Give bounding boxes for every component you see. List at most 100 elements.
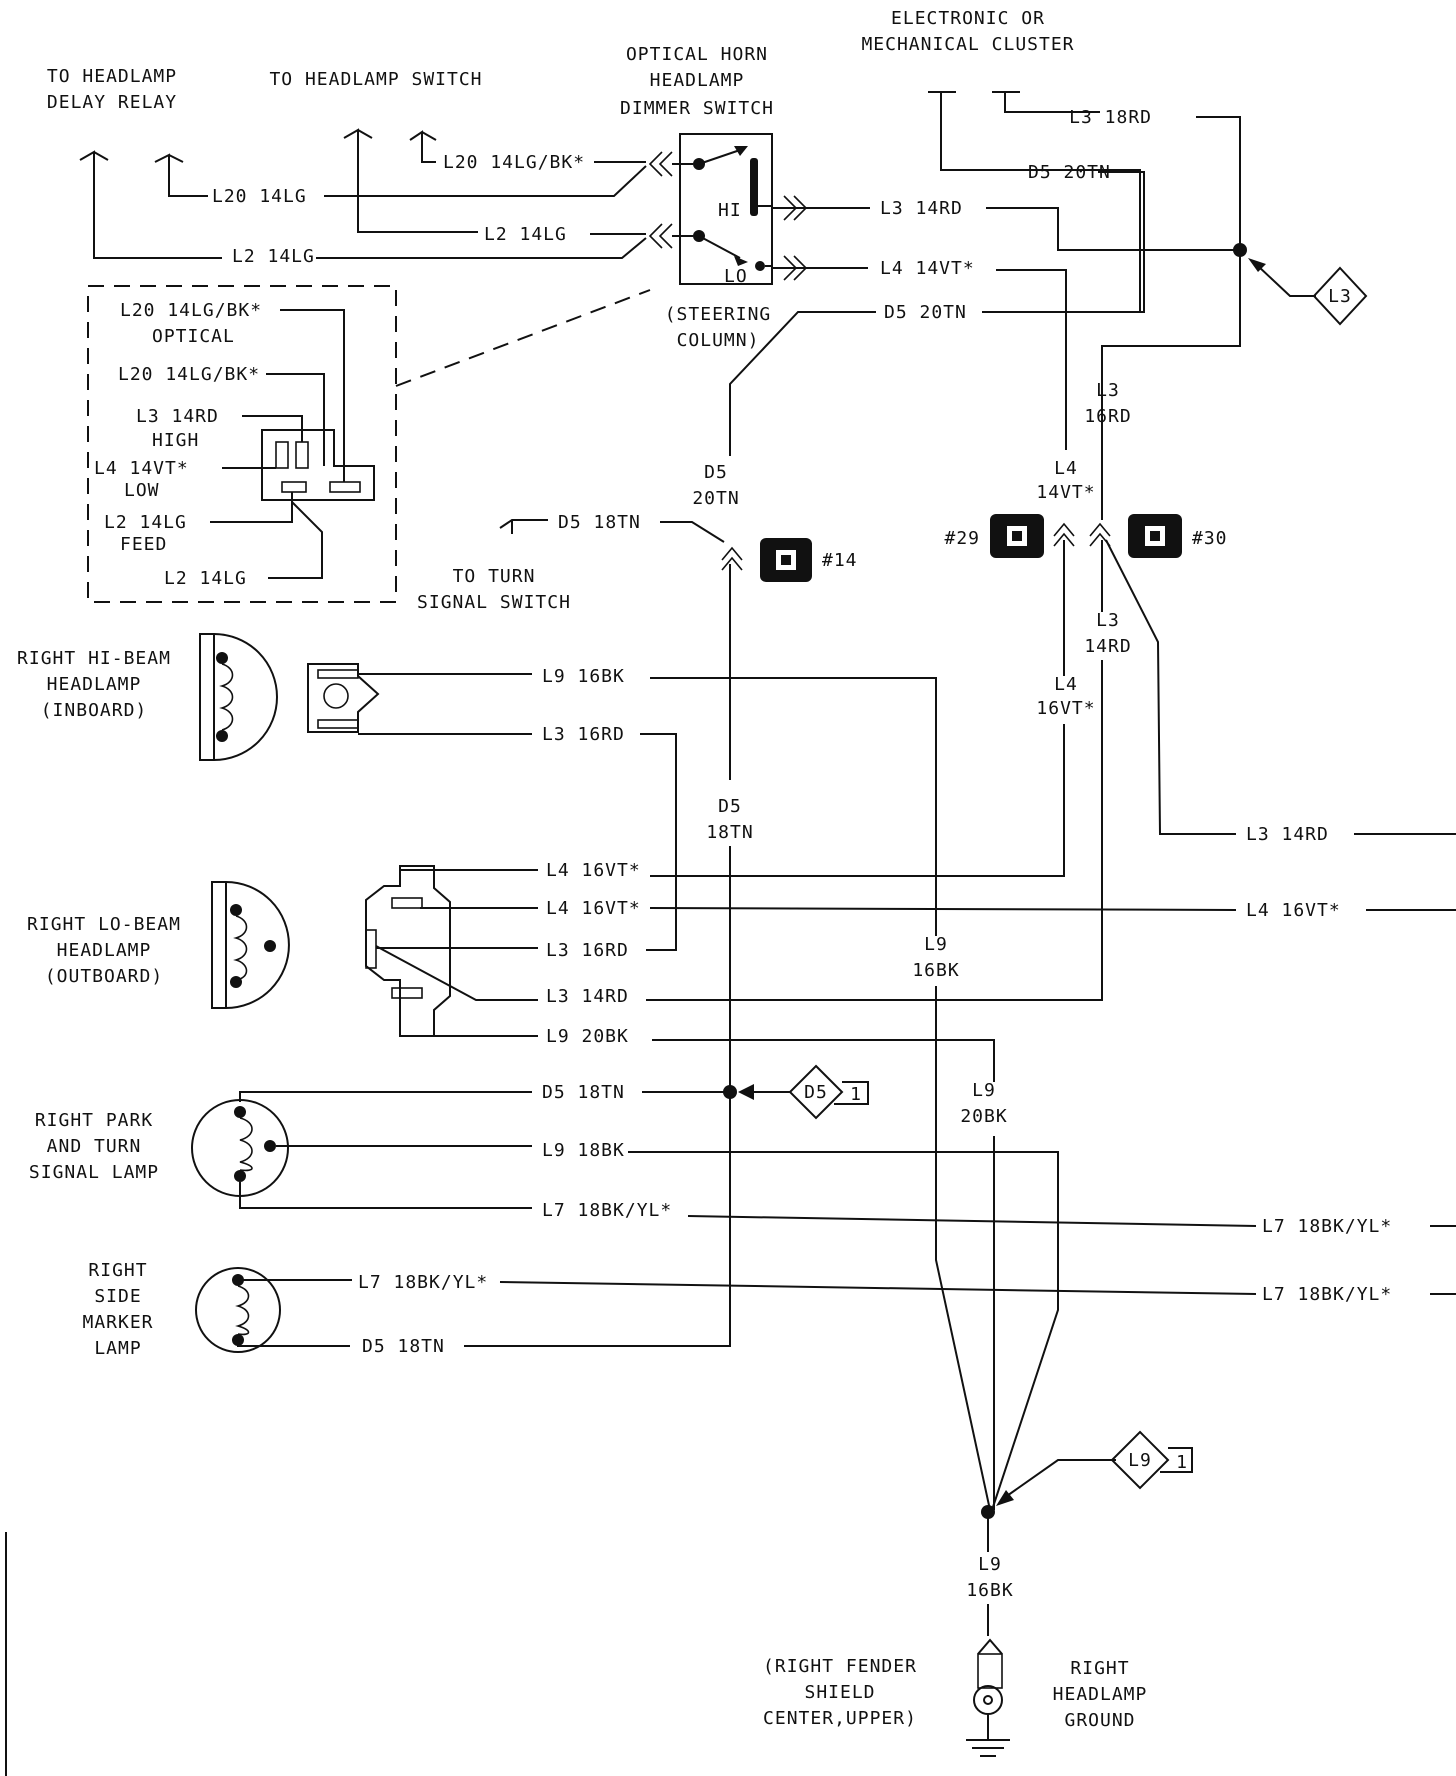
switch-connector-left-2 xyxy=(648,223,673,249)
wire-l4-16vt-v-label-1: L4 xyxy=(1054,674,1078,695)
steering-line-2: COLUMN) xyxy=(677,330,760,351)
hi-beam-lamp-icon xyxy=(199,633,278,761)
wire-l9-16bk-ground-label-1: L9 xyxy=(978,1554,1002,1575)
inset-lead-l20 xyxy=(266,373,325,466)
wire-d5-18tn-park-label: D5 18TN xyxy=(542,1082,625,1103)
hi-beam-lamp-label: RIGHT HI-BEAM HEADLAMP (INBOARD) xyxy=(17,648,170,721)
wire-l9-18bk-label: L9 18BK xyxy=(542,1140,625,1161)
switch-hi-label: HI xyxy=(718,200,742,221)
delay-relay-terminal-2 xyxy=(154,153,208,197)
ground-location-label: (RIGHT FENDER SHIELD CENTER,UPPER) xyxy=(763,1656,917,1729)
inset-l20-label: L20 14LG/BK* xyxy=(118,364,260,385)
inset-l4-label: L4 14VT* xyxy=(94,458,189,479)
wire-d5-20tn-v-label-2: 20TN xyxy=(692,488,739,509)
cluster-terminal-l3 xyxy=(992,91,1100,113)
wire-l2-14lg-relay-label: L2 14LG xyxy=(232,246,315,267)
wire-l7-park xyxy=(239,1182,1456,1227)
inset-l2-feed-label: L2 14LG xyxy=(104,512,187,533)
hi-beam-line-3: (INBOARD) xyxy=(41,700,148,721)
inset-optical-label: OPTICAL xyxy=(152,326,235,347)
wire-l3-14rd-lo-label: L3 14RD xyxy=(546,986,629,1007)
dimmer-switch-label: OPTICAL HORN HEADLAMP DIMMER SWITCH xyxy=(620,44,773,119)
wire-l3-18rd-label: L3 18RD xyxy=(1069,107,1152,128)
d5-splice-arrow xyxy=(738,1084,754,1100)
d5-splice-marker: D5 1 xyxy=(788,1064,869,1120)
wire-l9-16bk-hi-label: L9 16BK xyxy=(542,666,625,687)
park-turn-lamp-label: RIGHT PARK AND TURN SIGNAL LAMP xyxy=(29,1110,159,1183)
connector-14-label: #14 xyxy=(822,550,858,571)
connector-30-label: #30 xyxy=(1192,528,1228,549)
wire-l4-16vt-1-label: L4 16VT* xyxy=(546,860,641,881)
wire-l9-20bk-v-label-1: L9 xyxy=(972,1080,996,1101)
connector-29-chevron xyxy=(1053,522,1075,547)
side-marker-line-3: MARKER xyxy=(82,1312,153,1333)
steering-line-1: (STEERING xyxy=(665,304,772,325)
wire-l3-16rd-hi-label: L3 16RD xyxy=(542,724,625,745)
wire-l20-14lg xyxy=(324,165,647,197)
switch-arrow-2 xyxy=(734,256,748,266)
wire-d5-18tn-side-label: D5 18TN xyxy=(362,1336,445,1357)
wire-d5-20tn-v-label-1: D5 xyxy=(704,462,728,483)
connector-29-label: #29 xyxy=(944,528,980,549)
l3-splice-label: L3 xyxy=(1328,286,1352,307)
cluster-line-1: ELECTRONIC OR xyxy=(891,8,1045,29)
connector-14-icon xyxy=(760,538,812,582)
park-turn-line-3: SIGNAL LAMP xyxy=(29,1162,159,1183)
turn-signal-label: TO TURN SIGNAL SWITCH xyxy=(417,566,571,613)
side-marker-lamp-label: RIGHT SIDE MARKER LAMP xyxy=(82,1260,153,1359)
delay-relay-terminal xyxy=(79,150,222,259)
delay-relay-line-2: DELAY RELAY xyxy=(47,92,177,113)
wire-d5-20tn-mid xyxy=(729,311,876,452)
wire-l9-18bk xyxy=(276,1145,1059,1511)
wire-l9-16bk-v-label-1: L9 xyxy=(924,934,948,955)
wire-d5-18tn-v-label-1: D5 xyxy=(718,796,742,817)
ground-icon xyxy=(966,1638,1010,1757)
wire-l4-14vt-lo xyxy=(772,267,1067,450)
switch-connector-left-1 xyxy=(648,151,673,177)
lo-beam-line-3: (OUTBOARD) xyxy=(45,966,163,987)
wire-d5-18tn-side xyxy=(237,1340,350,1347)
dimmer-line-1: OPTICAL HORN xyxy=(626,44,768,65)
hi-beam-connector xyxy=(307,663,380,733)
switch-arrow-1 xyxy=(734,146,748,156)
d5-splice-label: D5 xyxy=(804,1082,828,1103)
switch-hi-bar xyxy=(750,158,758,216)
l3-splice-pointer xyxy=(1257,265,1316,297)
wire-l20-14lgbk-label: L20 14LG/BK* xyxy=(443,152,585,173)
wire-d5-20tn-top-right xyxy=(982,171,1145,313)
wire-d5-18tn-turn-label: D5 18TN xyxy=(558,512,641,533)
dimmer-line-2: HEADLAMP xyxy=(650,70,745,91)
wire-l2-14lg-relay xyxy=(316,237,647,259)
switch-lever-2 xyxy=(698,235,741,259)
wire-l3-16rd-hi xyxy=(358,733,677,951)
wire-l9-20bk-v-label-2: 20BK xyxy=(960,1106,1007,1127)
wire-l3-14rd-v-label-2: 14RD xyxy=(1084,636,1131,657)
wire-l3-14rd-hi xyxy=(772,207,1240,251)
wire-l9-20bk xyxy=(400,1035,995,1510)
inset-high-label: HIGH xyxy=(152,430,199,451)
headlamp-switch-label: TO HEADLAMP SWITCH xyxy=(269,69,482,90)
headlamp-switch-terminal-2 xyxy=(409,130,437,163)
ground-location-line-1: (RIGHT FENDER xyxy=(763,1656,917,1677)
inset-lead-l2-feed xyxy=(210,492,293,523)
inset-lead-l2 xyxy=(268,501,323,579)
electronic-cluster-label: ELECTRONIC OR MECHANICAL CLUSTER xyxy=(861,8,1073,55)
ground-name-line-2: HEADLAMP xyxy=(1053,1684,1148,1705)
connector-14-chevron xyxy=(721,546,743,571)
wire-l4-16vt-right-label: L4 16VT* xyxy=(1246,900,1341,921)
wire-l3-14rd-hi-label: L3 14RD xyxy=(880,198,963,219)
wire-l3-16rd-v-label-2: 16RD xyxy=(1084,406,1131,427)
turn-signal-line-2: SIGNAL SWITCH xyxy=(417,592,571,613)
hi-beam-line-2: HEADLAMP xyxy=(47,674,142,695)
side-marker-line-2: SIDE xyxy=(94,1286,141,1307)
switch-lo-contact xyxy=(755,261,765,271)
wire-l3-14rd-right-label: L3 14RD xyxy=(1246,824,1329,845)
wire-l4-14vt-v-label-2: 14VT* xyxy=(1036,482,1095,503)
wire-l3-18rd-line xyxy=(1196,116,1241,250)
inset-lead-l20-optical xyxy=(280,309,345,482)
l9-splice-pointer xyxy=(1003,1459,1116,1499)
wire-l9-16bk-ground-label-2: 16BK xyxy=(966,1580,1013,1601)
side-marker-line-4: LAMP xyxy=(94,1338,141,1359)
wire-l3-16rd-lo-label: L3 16RD xyxy=(546,940,629,961)
